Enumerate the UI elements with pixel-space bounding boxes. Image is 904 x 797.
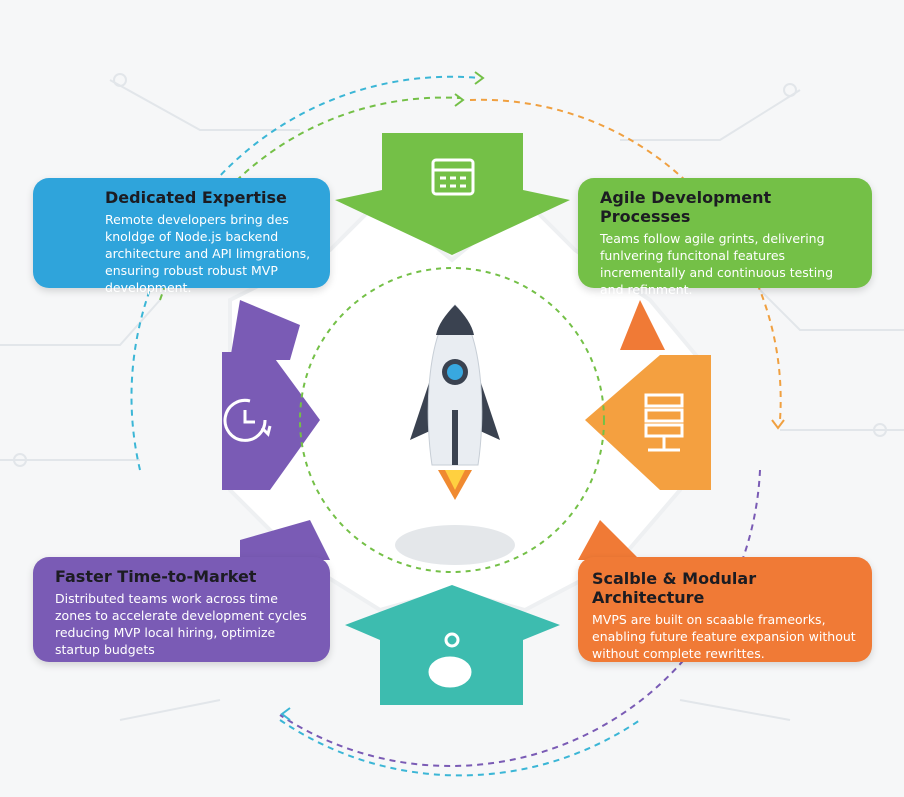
dashed-arc-cyan-bottom — [279, 719, 641, 777]
card-title: Agile Development Processes — [600, 188, 772, 226]
card-body: Distributed teams work across time zones… — [55, 591, 307, 657]
card-body: Remote developers bring des knoldge of N… — [105, 212, 311, 295]
calendar-icon — [431, 158, 475, 196]
piggy-bank-icon — [428, 632, 472, 688]
card-body: MVPS are built on scaable frameorks, ena… — [592, 612, 856, 661]
card-faster-time-to-market: Faster Time-to-Market Distributed teams … — [33, 557, 330, 662]
rocket-icon — [395, 304, 515, 565]
card-agile-development: Agile Development Processes Teams follow… — [578, 178, 872, 297]
inner-dashed-circle — [299, 267, 605, 573]
card-body: Teams follow agile grints, delivering fu… — [600, 231, 834, 297]
card-title: Scalble & Modular Architecture — [592, 569, 757, 607]
card-title: Faster Time-to-Market — [55, 567, 257, 586]
clock-icon — [223, 398, 272, 442]
server-icon — [644, 393, 684, 452]
circuit-lines — [0, 73, 904, 721]
card-scalable-architecture: Scalble & Modular Architecture MVPS are … — [578, 557, 872, 662]
segment-purple-wings — [230, 300, 330, 560]
card-dedicated-expertise: Dedicated Expertise Remote developers br… — [33, 178, 330, 295]
card-title: Dedicated Expertise — [105, 188, 287, 207]
segment-purple — [222, 352, 320, 490]
